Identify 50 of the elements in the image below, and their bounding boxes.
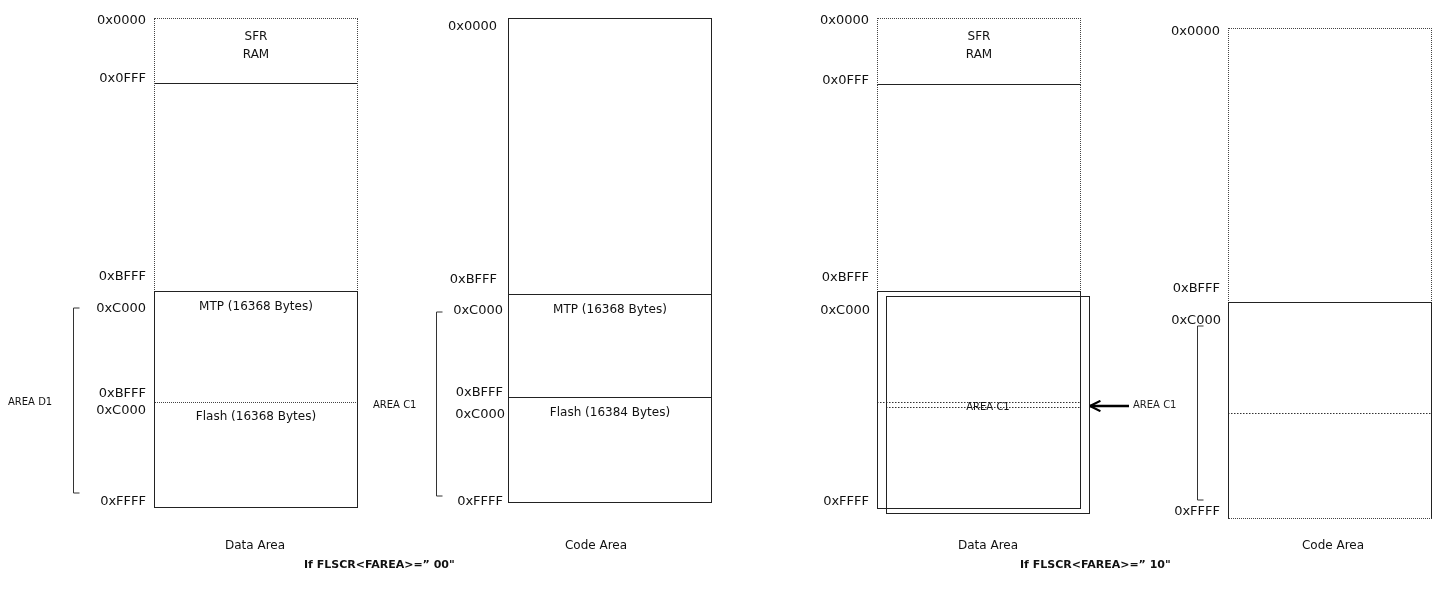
memory-block bbox=[508, 397, 712, 503]
area-label: AREA C1 bbox=[965, 400, 1011, 414]
memory-block bbox=[154, 291, 358, 403]
arrow bbox=[1088, 399, 1129, 413]
address-label: 0xFFFF bbox=[457, 492, 503, 508]
memory-block bbox=[154, 83, 358, 292]
area-label: AREA C1 bbox=[1133, 396, 1177, 414]
address-label: 0xBFFF bbox=[98, 267, 146, 283]
address-label: 0xBFFF bbox=[821, 268, 869, 284]
panel-title: Code Area bbox=[1301, 538, 1365, 552]
panel-title: Data Area bbox=[957, 538, 1019, 552]
address-label: 0xFFFF bbox=[823, 492, 869, 508]
block-label: SFR RAM bbox=[241, 28, 271, 63]
block-label: SFR RAM bbox=[964, 28, 994, 63]
address-label: 0xBFFF bbox=[449, 270, 497, 286]
block-label: MTP (16368 Bytes) bbox=[552, 301, 668, 318]
address-label: 0xBFFF bbox=[98, 384, 146, 400]
condition-caption: If FLSCR<FAREA>=” 10" bbox=[1020, 557, 1171, 571]
address-label: 0x0FFF bbox=[822, 71, 869, 87]
block-label: MTP (16368 Bytes) bbox=[198, 298, 314, 315]
memory-block bbox=[508, 294, 712, 398]
panel-title: Data Area bbox=[224, 538, 286, 552]
address-label: 0x0000 bbox=[1170, 22, 1220, 38]
area-label: AREA C1 bbox=[373, 398, 417, 410]
panel-title: Code Area bbox=[564, 538, 628, 552]
address-label: 0x0000 bbox=[447, 17, 497, 33]
memory-block bbox=[154, 18, 358, 84]
address-label: 0xC000 bbox=[96, 299, 146, 315]
memory-block bbox=[1228, 302, 1432, 519]
address-label: 0xC000 bbox=[453, 301, 503, 317]
address-label: 0x0000 bbox=[96, 11, 146, 27]
address-label: 0xC000 bbox=[820, 301, 870, 317]
memory-block bbox=[877, 84, 1081, 292]
address-label: 0x0FFF bbox=[99, 69, 146, 85]
address-label: 0xBFFF bbox=[455, 383, 503, 399]
address-label: 0xC000 bbox=[455, 405, 505, 421]
block-label: Flash (16368 Bytes) bbox=[194, 408, 318, 425]
memory-block bbox=[508, 18, 712, 295]
condition-caption: If FLSCR<FAREA>=” 00" bbox=[304, 557, 455, 571]
address-label: 0xC000 bbox=[96, 401, 146, 417]
area-label: AREA D1 bbox=[8, 395, 53, 407]
address-label: 0xC000 bbox=[1171, 311, 1221, 327]
memory-block bbox=[877, 18, 1081, 85]
address-label: 0x0000 bbox=[819, 11, 869, 27]
block-label: Flash (16384 Bytes) bbox=[548, 404, 672, 421]
memory-block bbox=[154, 402, 358, 508]
address-label: 0xFFFF bbox=[1174, 502, 1220, 518]
address-label: 0xBFFF bbox=[1172, 279, 1220, 295]
memory-block bbox=[1228, 28, 1432, 303]
address-label: 0xFFFF bbox=[100, 492, 146, 508]
